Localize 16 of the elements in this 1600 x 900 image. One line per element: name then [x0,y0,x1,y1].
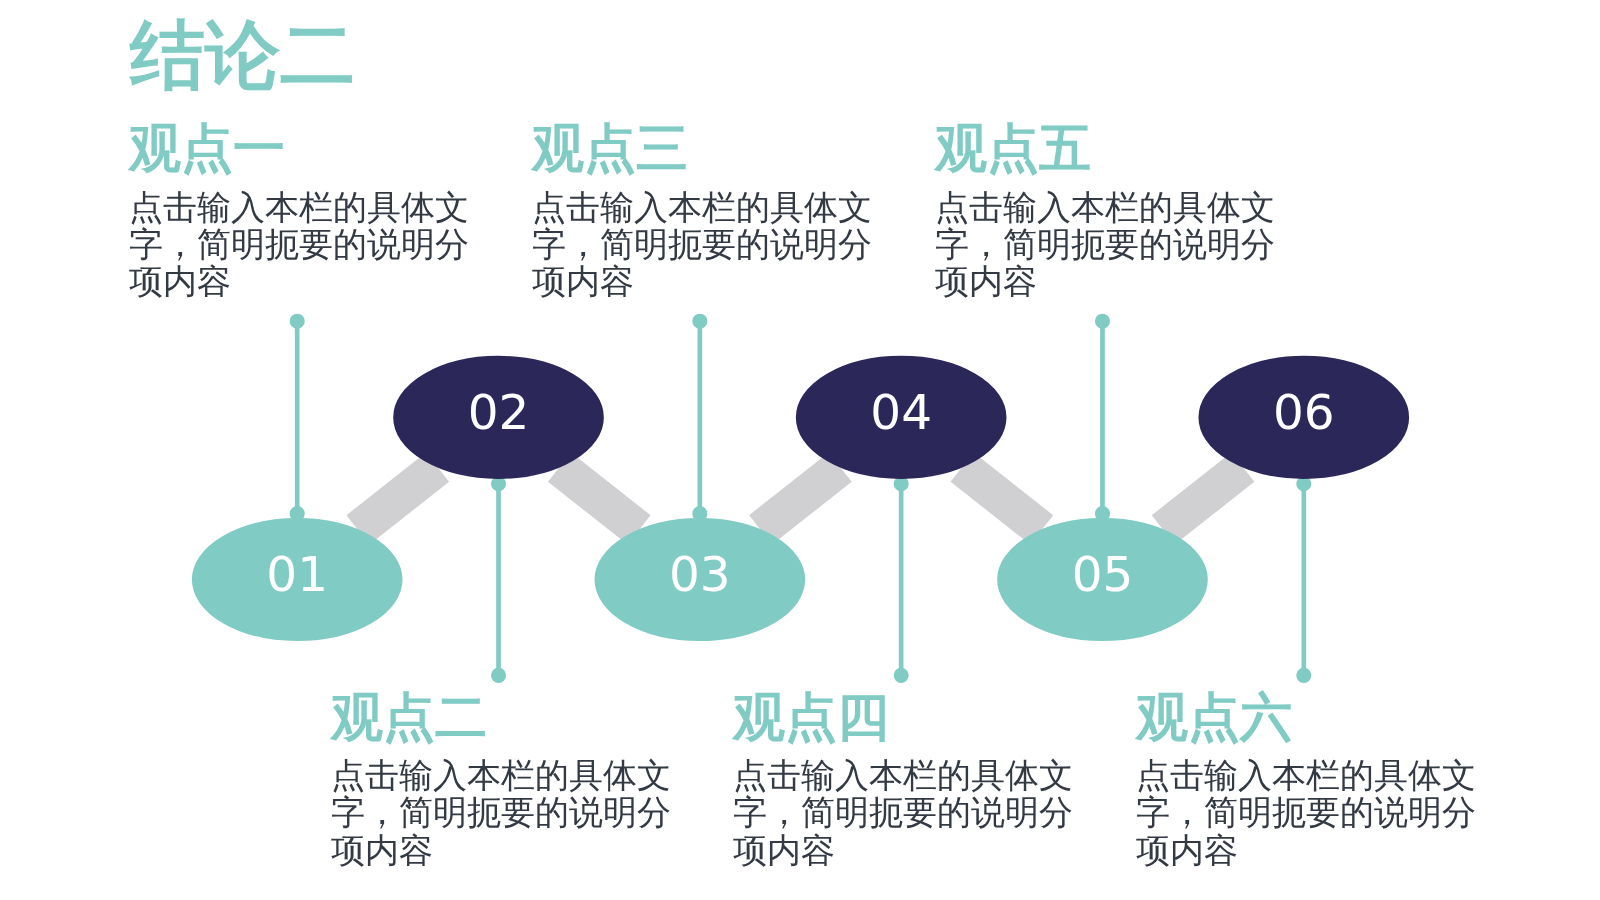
node-ellipse: 01 [191,518,402,642]
node-ellipse: 03 [594,518,805,642]
node-ellipse: 06 [1198,355,1409,479]
node-text: 观点三 点击输入本栏的具体文字，简明扼要的说明分项内容 [531,118,872,302]
diagram-title: 结论二 [129,11,355,99]
node-text: 观点二 点击输入本栏的具体文字，简明扼要的说明分项内容 [330,687,671,870]
node-text: 观点六 点击输入本栏的具体文字，简明扼要的说明分项内容 [1135,687,1476,870]
node-ellipse: 04 [795,355,1006,479]
node-ellipse: 02 [392,355,604,479]
connector [893,476,909,683]
node-ellipse: 05 [996,518,1208,642]
connector [490,476,506,683]
connector [1295,476,1311,683]
node-text: 观点一 点击输入本栏的具体文字，简明扼要的说明分项内容 [128,118,469,302]
node-text: 观点四 点击输入本栏的具体文字，简明扼要的说明分项内容 [732,687,1073,870]
node-text: 观点五 点击输入本栏的具体文字，简明扼要的说明分项内容 [934,118,1275,302]
